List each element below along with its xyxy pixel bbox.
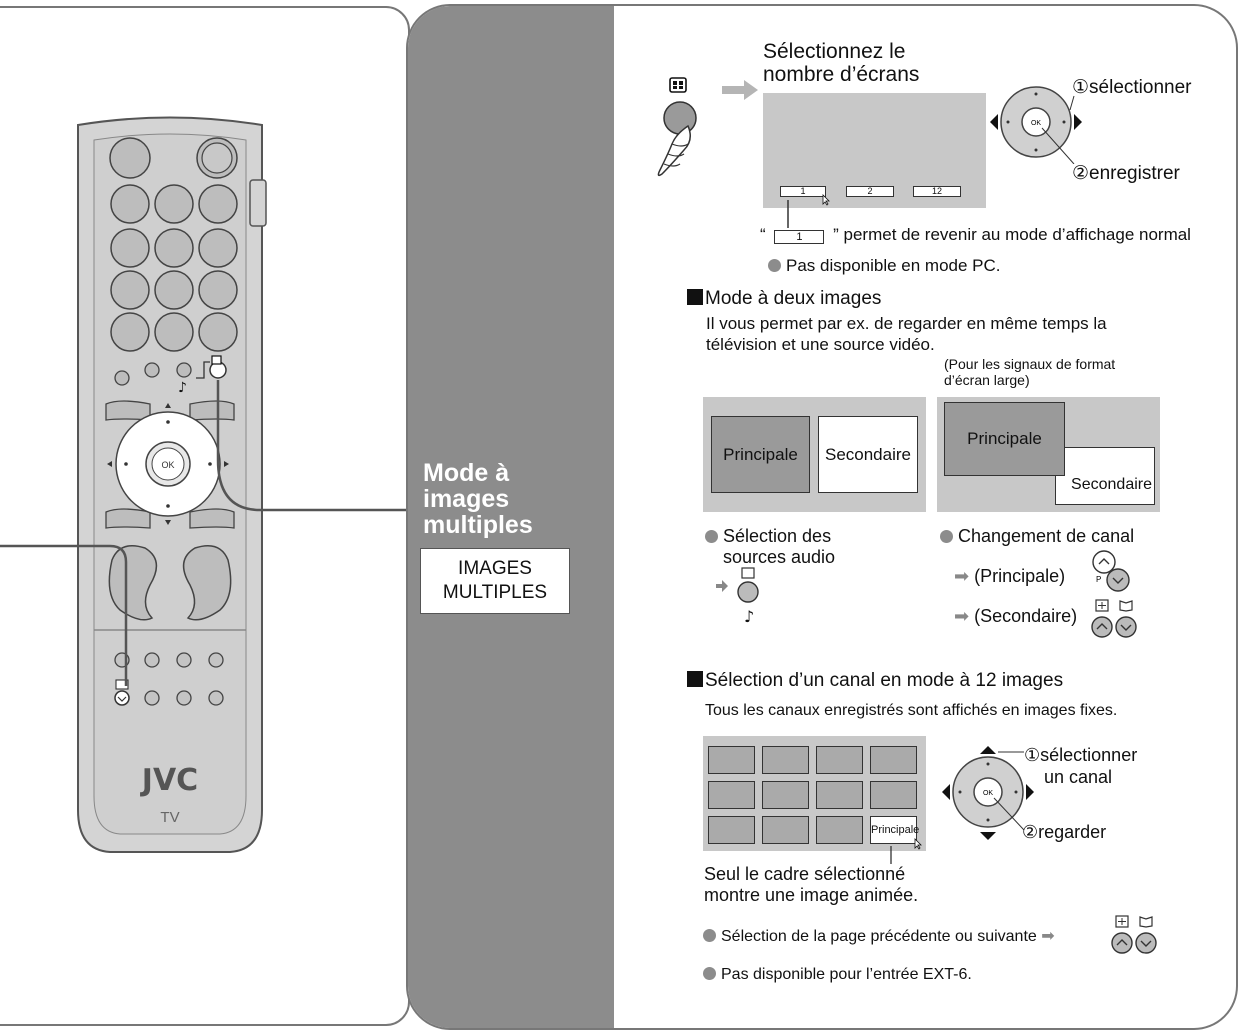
select-channel-label: ①sélectionner un canal — [1024, 745, 1138, 787]
main-picture-wide: Principale — [944, 402, 1065, 476]
audio-button-icon: ♪ — [716, 567, 759, 626]
screens-option-2[interactable]: 2 — [846, 186, 894, 197]
screens-option-12[interactable]: 12 — [913, 186, 961, 197]
channel-cell[interactable] — [816, 746, 863, 774]
screens-option-1[interactable]: 1 — [780, 186, 826, 197]
watch-label: ②regarder — [1022, 822, 1107, 842]
svg-text:♪: ♪ — [178, 380, 187, 396]
instruction-panel — [406, 4, 1238, 1030]
page-buttons-icon — [1111, 915, 1157, 954]
channel-cell[interactable] — [816, 781, 863, 809]
cursor-icon — [914, 838, 922, 850]
channel-cell[interactable] — [762, 781, 809, 809]
channel-cell[interactable] — [708, 816, 755, 844]
select-label: ①sélectionner — [1072, 77, 1192, 98]
sub-picture: Secondaire — [818, 416, 918, 493]
remote-illustration: ♪ OK JVC TV — [0, 116, 406, 853]
page-navigation-note: Sélection de la page précédente ou suiva… — [703, 926, 1055, 946]
jvc-logo: JVC — [140, 763, 198, 798]
bullet-icon — [705, 530, 718, 543]
bullet-icon — [940, 530, 953, 543]
section-band — [408, 6, 614, 1028]
twelve-images-heading: Sélection d’un canal en mode à 12 images — [687, 670, 1063, 692]
menu-label-box: IMAGES MULTIPLES — [420, 548, 570, 614]
channel-main-label: ➡ (Principale) — [954, 566, 1066, 586]
audio-selection-label: Sélection des sources audio — [705, 526, 835, 568]
channel-cell[interactable] — [816, 816, 863, 844]
ext6-note: Pas disponible pour l’entrée EXT-6. — [703, 966, 972, 984]
two-images-description: Il vous permet par ex. de regarder en mê… — [706, 314, 1107, 354]
channel-cell[interactable] — [708, 781, 755, 809]
svg-text:OK: OK — [983, 790, 993, 797]
svg-text:TV: TV — [160, 809, 179, 826]
sub-channel-buttons-icon — [1091, 599, 1137, 638]
bullet-icon — [703, 929, 716, 942]
channel-cell[interactable] — [870, 781, 917, 809]
two-images-heading: Mode à deux images — [687, 288, 881, 310]
step1-title: Sélectionnez le nombre d’écrans — [763, 40, 920, 86]
channel-cell[interactable] — [762, 816, 809, 844]
sub-picture-wide: Secondaire — [1055, 447, 1155, 505]
square-bullet-icon — [687, 289, 703, 305]
channel-cell[interactable] — [870, 746, 917, 774]
square-bullet-icon — [687, 671, 703, 687]
svg-text:P: P — [1096, 575, 1101, 584]
bullet-icon — [768, 259, 781, 272]
section-title: Mode à images multiples — [423, 459, 533, 539]
svg-text:♪: ♪ — [744, 607, 754, 626]
dpad-icon: OK — [990, 86, 1082, 164]
dpad-icon: OK — [942, 746, 1034, 840]
twelve-images-description: Tous les canaux enregistrés sont affiché… — [705, 702, 1118, 719]
svg-text:OK: OK — [161, 460, 174, 470]
pc-mode-note: Pas disponible en mode PC. — [768, 256, 1001, 276]
register-label: ②enregistrer — [1072, 163, 1180, 184]
channel-cell[interactable] — [762, 746, 809, 774]
cursor-icon — [822, 194, 830, 206]
bullet-icon — [703, 967, 716, 980]
p-channel-button-icon: P — [1092, 550, 1130, 592]
frame-note: Seul le cadre sélectionné montre une ima… — [704, 864, 919, 905]
channel-grid: Principale — [706, 744, 920, 850]
channel-change-label: Changement de canal — [940, 526, 1134, 547]
channel-cell[interactable] — [708, 746, 755, 774]
wide-signal-note: (Pour les signaux de format d’écran larg… — [944, 356, 1116, 388]
hand-press-icon — [657, 77, 697, 177]
arrow-right-icon — [722, 80, 758, 100]
svg-text:OK: OK — [1031, 120, 1041, 127]
channel-sub-label: ➡ (Secondaire) — [954, 606, 1078, 626]
normal-mode-note: “ 1 ” permet de revenir au mode d’affich… — [760, 225, 1191, 244]
main-picture: Principale — [711, 416, 810, 493]
channel-cell-selected[interactable]: Principale — [870, 816, 919, 844]
